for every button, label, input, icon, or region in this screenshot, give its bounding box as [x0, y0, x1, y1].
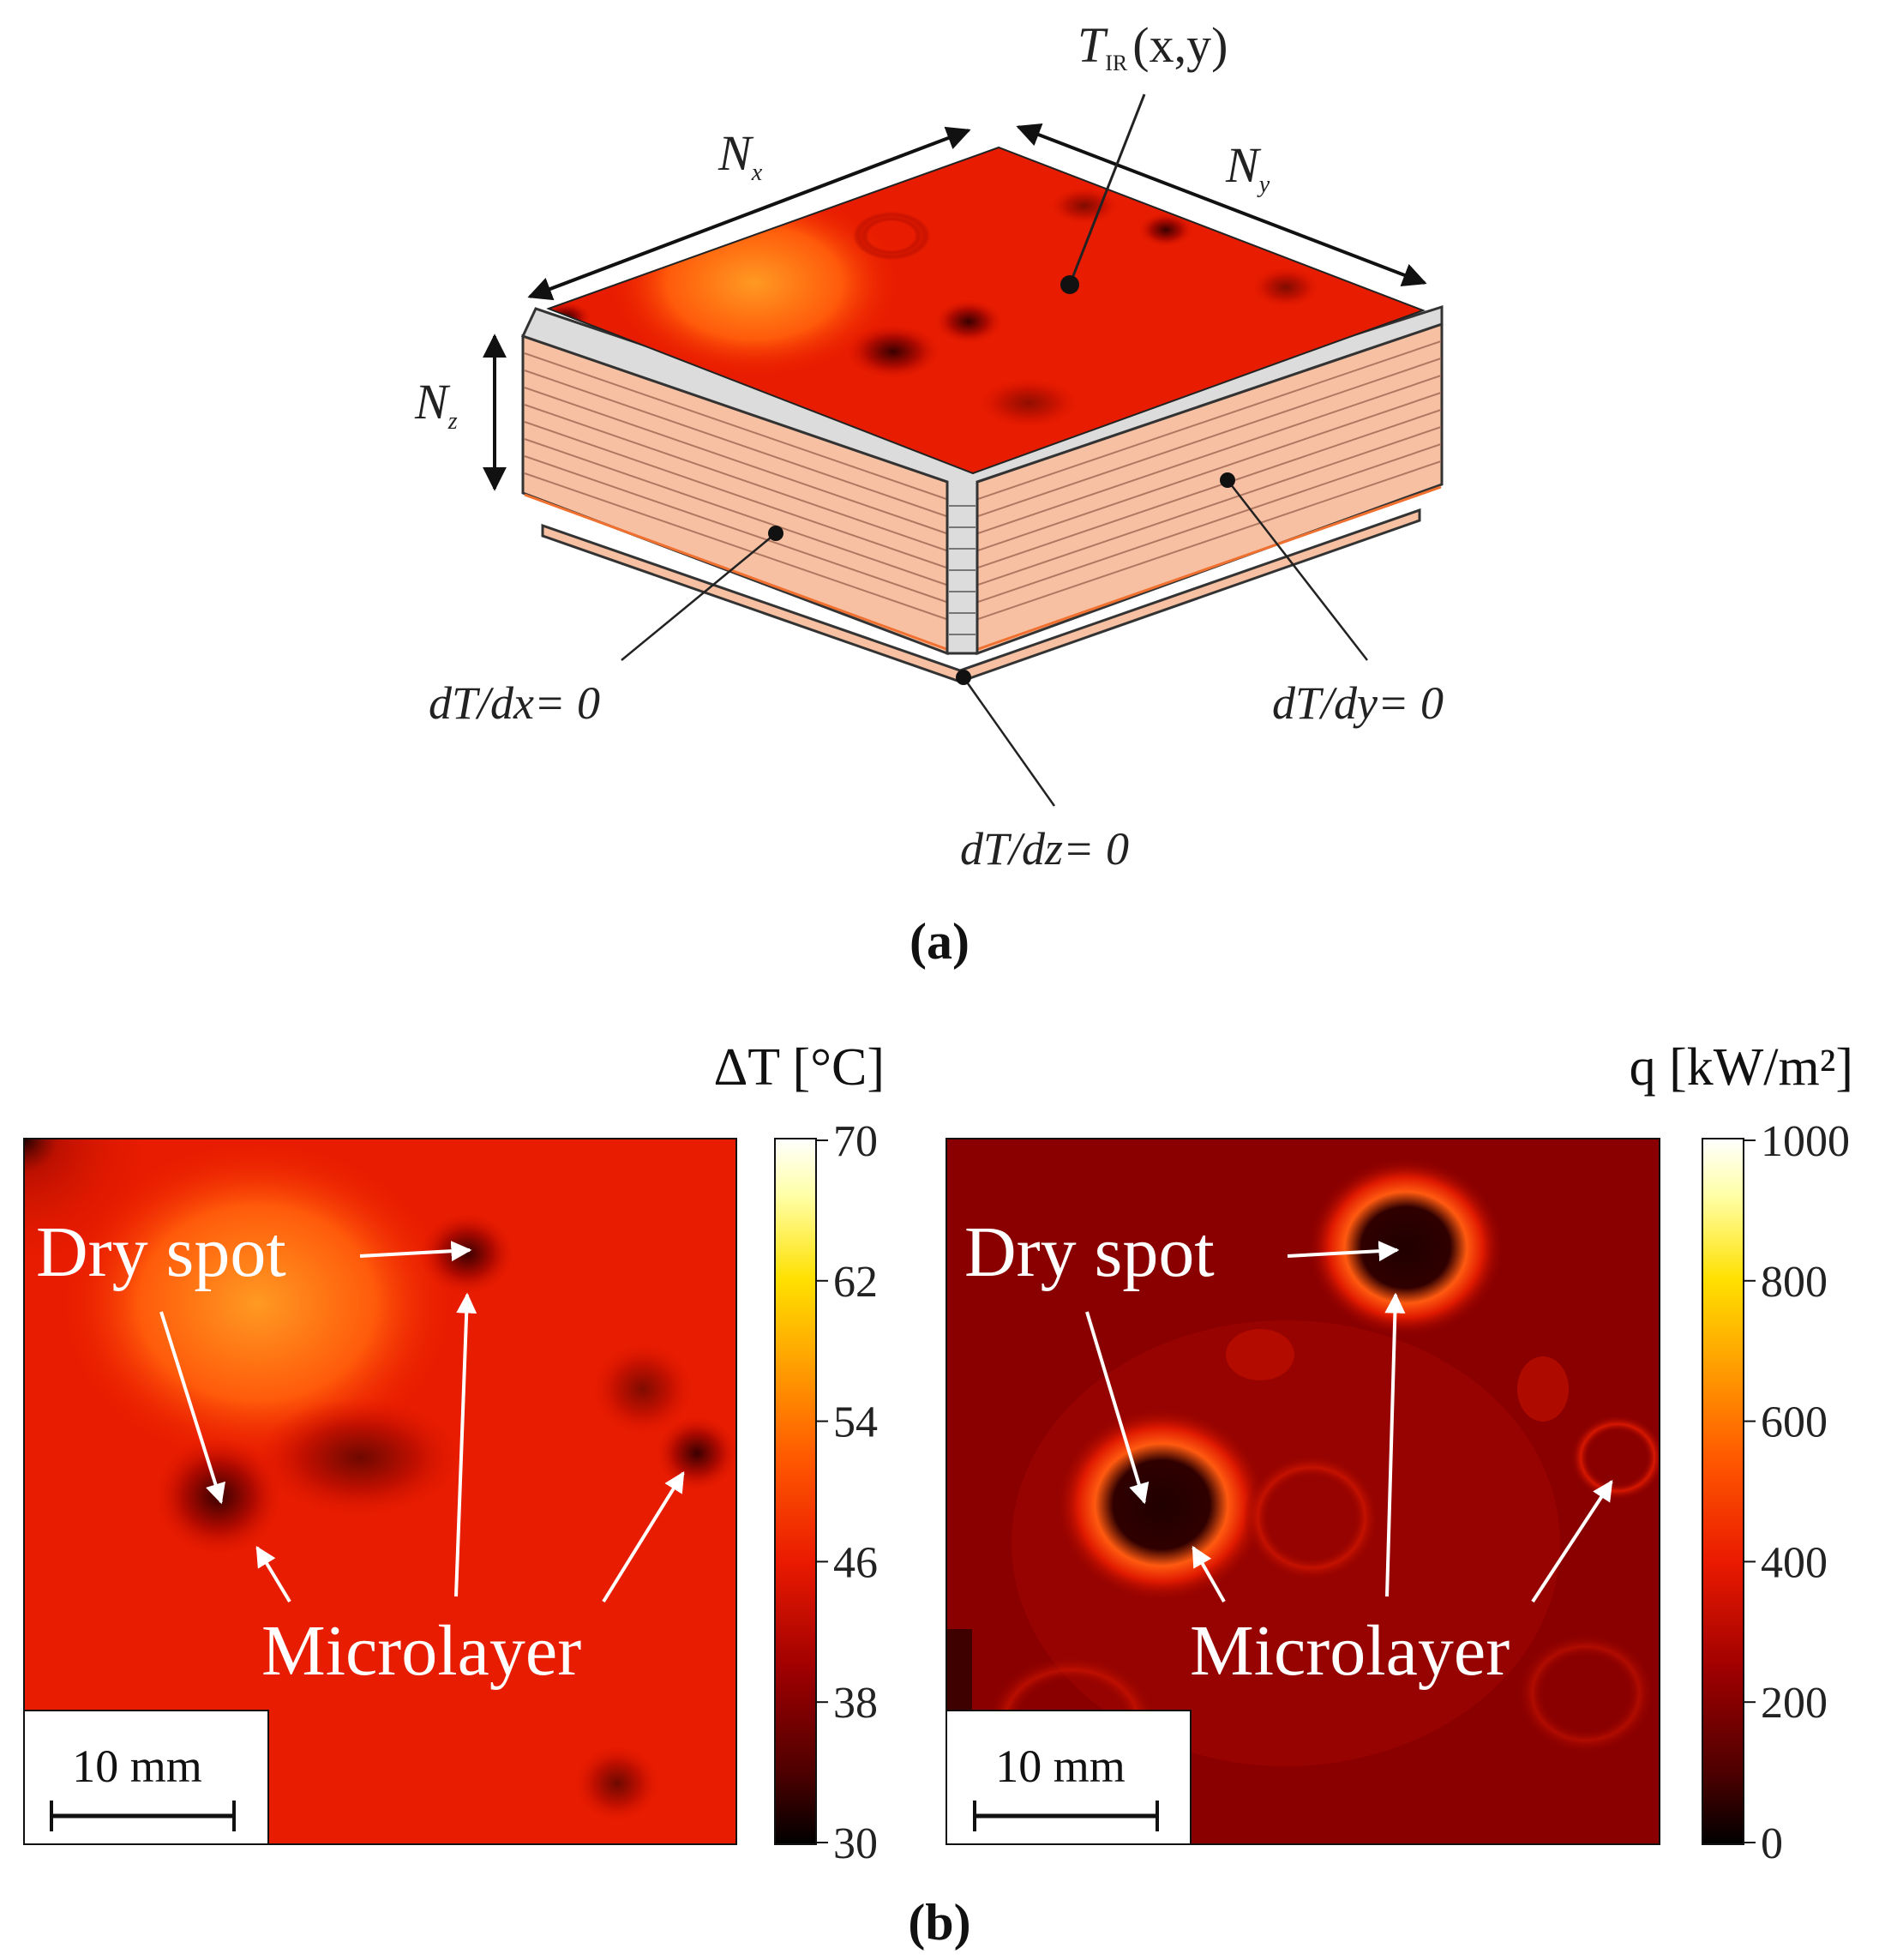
left-tick-label: 46	[833, 1538, 878, 1587]
left-unit-label: ΔT [°C]	[713, 1038, 885, 1097]
right-unit-label: q [kW/m²]	[1630, 1038, 1853, 1097]
left-tick-label: 54	[833, 1398, 878, 1447]
left-microlayer-label: Microlayer	[261, 1611, 581, 1691]
right-colorbar	[1702, 1138, 1744, 1845]
right-microlayer-label: Microlayer	[1190, 1611, 1510, 1691]
right-tick-label: 600	[1761, 1398, 1828, 1447]
right-scalebar-box	[946, 1710, 1192, 1845]
ny-label: Ny	[1225, 137, 1270, 198]
nz-label: Nz	[414, 374, 458, 435]
nx-arrow	[527, 126, 971, 301]
bc-x-label: dT/dx= 0	[429, 677, 600, 729]
left-scalebar-label: 10 mm	[72, 1741, 202, 1792]
t-ir-dot	[1060, 275, 1079, 294]
left-colorbar	[774, 1138, 817, 1845]
panel-a: TIR(x,y) Nx Ny Nz dT/dx= 0 dT/dy= 0 dT/d…	[414, 17, 1444, 970]
right-dry-spot-label: Dry spot	[964, 1212, 1215, 1292]
right-tick-label: 1000	[1761, 1117, 1850, 1166]
heat-flux-map	[946, 1139, 1660, 1844]
bc-y-label: dT/dy= 0	[1272, 677, 1444, 729]
left-tick-label: 70	[833, 1117, 878, 1166]
right-colorbar-ticks: 1000 800 600 400 200 0	[1744, 1117, 1850, 1868]
left-tick-label: 62	[833, 1258, 878, 1307]
t-ir-label: TIR(x,y)	[1078, 17, 1228, 75]
bc-z-label: dT/dz= 0	[960, 823, 1129, 875]
caption-b: (b)	[908, 1894, 970, 1951]
right-tick-label: 800	[1761, 1258, 1828, 1307]
left-dry-spot-label: Dry spot	[36, 1212, 286, 1292]
right-tick-label: 0	[1761, 1819, 1783, 1868]
left-tick-label: 38	[833, 1679, 878, 1728]
left-colorbar-ticks: 70 62 54 46 38 30	[816, 1117, 878, 1868]
layer-lines	[524, 340, 1442, 620]
bottom-dot	[956, 670, 971, 685]
left-tick-label: 30	[833, 1819, 878, 1868]
ny-arrow	[1016, 123, 1427, 287]
left-face-dot	[768, 526, 783, 541]
right-face-dot	[1220, 472, 1235, 488]
left-scalebar-box	[23, 1710, 269, 1845]
right-scalebar-label: 10 mm	[995, 1741, 1126, 1792]
caption-a: (a)	[909, 913, 970, 970]
nx-label: Nx	[717, 125, 763, 186]
right-tick-label: 400	[1761, 1538, 1828, 1587]
panel-b: Dry spot Microlayer 10 mm ΔT [°C] 70 62 54…	[23, 1038, 1853, 1951]
right-tick-label: 200	[1761, 1679, 1828, 1728]
